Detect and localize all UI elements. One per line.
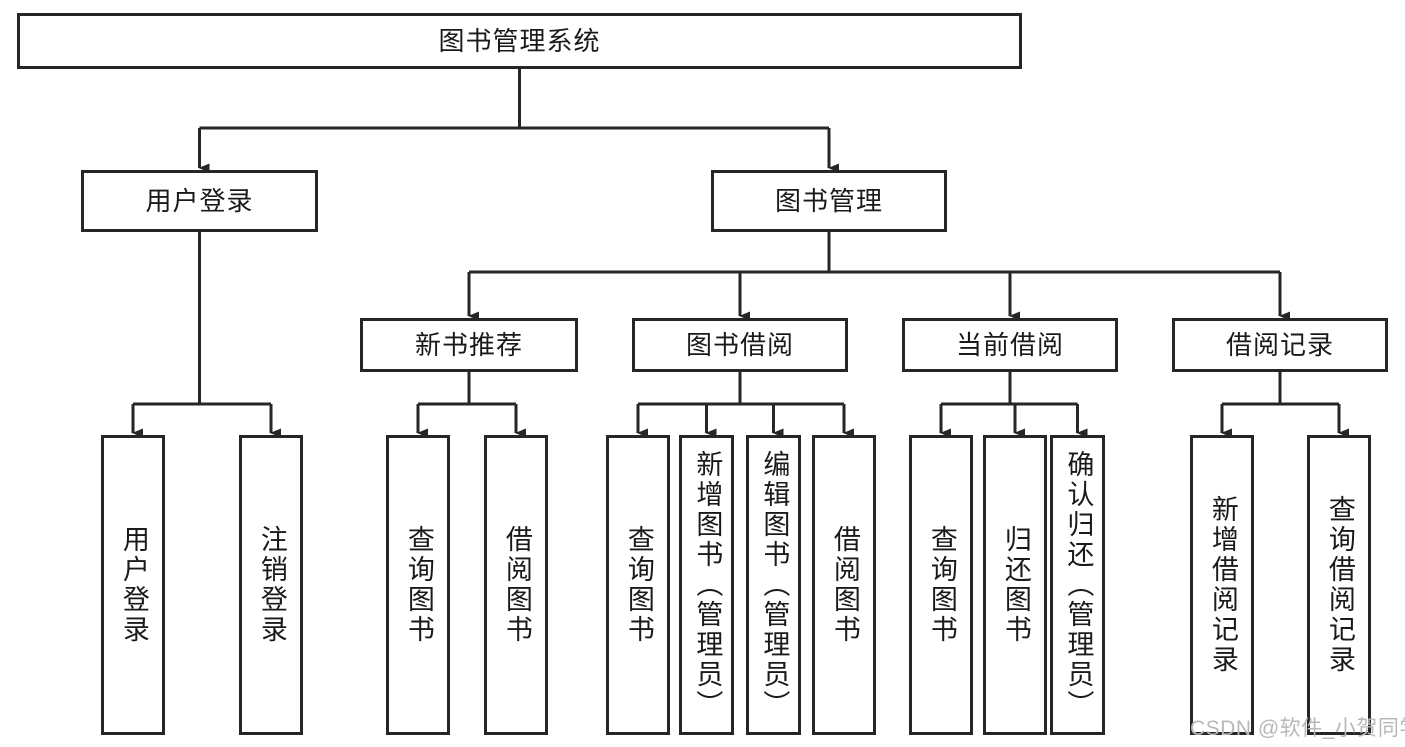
node-leaf_query_book_3[interactable]: 查询图书	[909, 435, 973, 735]
node-label: 当前借阅	[955, 329, 1064, 360]
node-label: 图书管理	[774, 185, 883, 216]
node-leaf_query_book_2[interactable]: 查询图书	[606, 435, 670, 735]
watermark-text: CSDN @软件_小贺同学	[1190, 717, 1405, 740]
node-leaf_confirm_return[interactable]: 确认归还（管理员）	[1050, 435, 1105, 735]
node-label: 查询图书	[926, 525, 957, 645]
node-book_borrow[interactable]: 图书借阅	[632, 318, 848, 372]
node-leaf_add_record[interactable]: 新增借阅记录	[1190, 435, 1254, 735]
node-label: 归还图书	[1000, 525, 1031, 645]
node-label: 确认归还（管理员）	[1063, 450, 1094, 720]
node-borrow_record[interactable]: 借阅记录	[1172, 318, 1388, 372]
node-label: 查询图书	[403, 525, 434, 645]
node-label: 查询图书	[623, 525, 654, 645]
node-label: 图书借阅	[685, 329, 794, 360]
node-leaf_add_book[interactable]: 新增图书（管理员）	[679, 435, 734, 735]
node-label: 注销登录	[256, 525, 287, 645]
node-leaf_logout[interactable]: 注销登录	[239, 435, 303, 735]
node-label: 用户登录	[118, 525, 149, 645]
node-current_borrow[interactable]: 当前借阅	[902, 318, 1118, 372]
node-book_manage[interactable]: 图书管理	[711, 170, 947, 232]
node-user_login[interactable]: 用户登录	[81, 170, 318, 232]
node-label: 编辑图书（管理员）	[759, 450, 790, 720]
node-leaf_user_login[interactable]: 用户登录	[101, 435, 165, 735]
node-leaf_return_book[interactable]: 归还图书	[983, 435, 1047, 735]
node-leaf_edit_book[interactable]: 编辑图书（管理员）	[746, 435, 801, 735]
node-label: 新增图书（管理员）	[692, 450, 723, 720]
node-leaf_borrow_book_2[interactable]: 借阅图书	[812, 435, 876, 735]
node-label: 借阅记录	[1225, 329, 1334, 360]
node-root[interactable]: 图书管理系统	[17, 13, 1022, 69]
node-leaf_borrow_book_1[interactable]: 借阅图书	[484, 435, 548, 735]
node-label: 图书管理系统	[438, 25, 601, 56]
node-leaf_query_record[interactable]: 查询借阅记录	[1307, 435, 1371, 735]
node-label: 借阅图书	[829, 525, 860, 645]
node-leaf_query_book_1[interactable]: 查询图书	[386, 435, 450, 735]
node-label: 查询借阅记录	[1324, 495, 1355, 675]
node-label: 用户登录	[145, 185, 254, 216]
node-label: 新书推荐	[414, 329, 523, 360]
node-label: 新增借阅记录	[1207, 495, 1238, 675]
node-label: 借阅图书	[501, 525, 532, 645]
node-new_book_rec[interactable]: 新书推荐	[360, 318, 578, 372]
